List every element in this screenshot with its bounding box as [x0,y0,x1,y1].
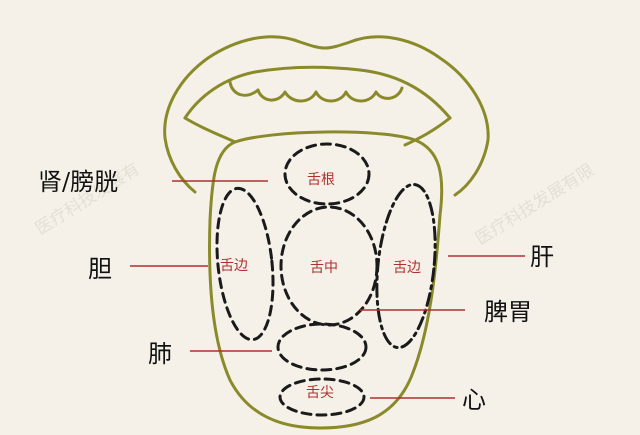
mouth-outline [163,35,490,197]
zone-label-edge-left: 舌边 [220,258,248,274]
zone-root [283,142,371,206]
zone-edge-left [215,186,275,342]
upper-teeth [183,65,452,120]
organ-label-gallbladder: 胆 [88,255,112,283]
zone-label-middle: 舌中 [310,260,338,276]
zone-lung [276,322,368,372]
watermark-right: 医疗科技发展有限 [472,160,598,249]
zone-label-root: 舌根 [307,172,335,188]
inner-mouth [183,116,452,147]
organ-label-liver: 肝 [530,243,554,271]
zone-tip [278,377,366,417]
organ-label-heart: 心 [462,386,486,414]
organ-label-kidney-bladder: 肾/膀胱 [38,168,118,196]
zone-label-edge-right: 舌边 [393,260,421,276]
organ-label-lung: 肺 [148,340,172,368]
zone-label-tip: 舌尖 [306,385,334,401]
tongue-outline [208,130,444,430]
zone-edge-right [375,182,437,350]
organ-label-spleen-stomach: 脾胃 [484,298,532,326]
